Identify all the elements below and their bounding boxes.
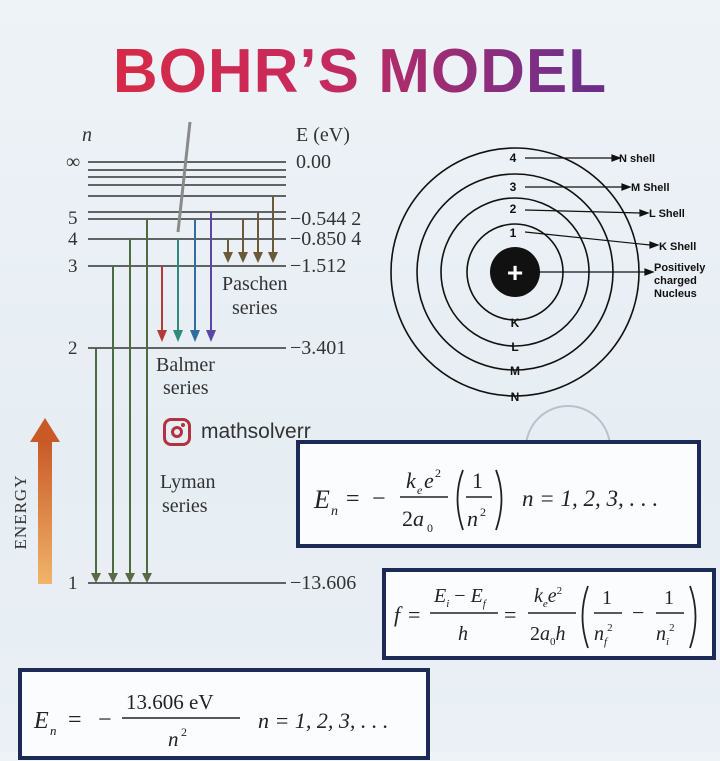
energy-arrow-head	[30, 418, 60, 442]
svg-text:e: e	[417, 483, 423, 497]
lyman-arrowheads	[91, 573, 152, 583]
n-values-text: n = 1, 2, 3, . . .	[258, 708, 388, 733]
shell-number: 2	[510, 202, 517, 216]
level-n-label: 2	[68, 338, 78, 359]
level-n-label: 3	[68, 256, 78, 277]
formula-energy-ke: E n = − k e e 2 2a 0 1 n 2 n = 1, 2, 3, …	[313, 466, 658, 535]
svg-text:kee2: kee2	[534, 585, 562, 610]
lyman-label: series	[162, 495, 208, 517]
shell-letter: K	[511, 316, 520, 330]
svg-text:=: =	[408, 602, 420, 627]
shell-number: 3	[510, 180, 517, 194]
svg-text:−: −	[98, 707, 112, 733]
svg-text:−: −	[632, 600, 644, 625]
n-values-text: n = 1, 2, 3, . . .	[522, 486, 658, 511]
energy-levels	[88, 161, 286, 584]
svg-text:2: 2	[480, 505, 486, 519]
svg-text:1: 1	[602, 587, 612, 609]
svg-text:1: 1	[664, 587, 674, 609]
shell-number: 4	[510, 151, 517, 165]
e-axis-label: E (eV)	[296, 124, 350, 146]
svg-text:h: h	[458, 623, 468, 645]
level-energy-value: −0.850 4	[290, 228, 361, 250]
callout-label: L Shell	[649, 208, 685, 220]
instagram-icon	[163, 418, 191, 446]
svg-text:0: 0	[427, 521, 433, 535]
svg-text:nf2: nf2	[594, 622, 613, 648]
svg-text:=: =	[68, 707, 82, 733]
level-n-label: 4	[68, 229, 78, 250]
formula-energy-simple: E n = − 13.606 eV n 2 n = 1, 2, 3, . . .	[33, 690, 388, 751]
nucleus-label: charged	[654, 275, 697, 287]
svg-text:E: E	[313, 485, 330, 514]
svg-text:Ei − Ef: Ei − Ef	[433, 585, 488, 610]
level-energy-value: 0.00	[296, 151, 331, 173]
balmer-label: series	[163, 377, 209, 399]
paschen-label: Paschen	[222, 273, 288, 295]
level-n-label: 5	[68, 208, 78, 229]
balmer-label: Balmer	[156, 354, 215, 376]
n-axis-label: n	[82, 124, 92, 146]
svg-text:e: e	[424, 468, 434, 493]
lyman-label: Lyman	[160, 471, 216, 493]
energy-axis-label: ENERGY	[11, 475, 30, 550]
svg-text:2a: 2a	[402, 506, 424, 531]
photon-line	[176, 121, 192, 233]
instagram-handle: mathsolverr	[201, 420, 311, 443]
energy-arrow-shaft	[38, 442, 52, 584]
level-energy-value: −1.512	[290, 255, 346, 277]
callout-label: K Shell	[659, 241, 696, 253]
formula-box-energy-simple: E n = − 13.606 eV n 2 n = 1, 2, 3, . . .	[18, 668, 430, 760]
level-n-label: ∞	[66, 151, 80, 173]
callout-label: N shell	[619, 153, 655, 165]
level-energy-value: −3.401	[290, 337, 346, 359]
formula-frequency: f = Ei − Ef h = kee2 2a0h 1 nf2 − 1 ni2	[394, 585, 697, 649]
svg-text:n: n	[467, 506, 478, 531]
nucleus-label: Positively	[654, 262, 706, 274]
shell-letter: L	[511, 340, 518, 354]
nucleus-label: Nucleus	[654, 288, 697, 300]
svg-text:2a0h: 2a0h	[530, 623, 566, 648]
balmer-arrowheads	[157, 330, 216, 342]
svg-text:=: =	[504, 602, 516, 627]
svg-text:E: E	[33, 708, 49, 734]
svg-text:2: 2	[181, 725, 187, 739]
svg-text:k: k	[406, 468, 417, 493]
paschen-arrowheads	[223, 252, 278, 263]
balmer-arrows	[161, 212, 212, 332]
paschen-label: series	[232, 297, 278, 319]
svg-text:n: n	[331, 504, 338, 519]
shell-number: 1	[510, 226, 517, 240]
nucleus-plus-icon: +	[507, 257, 523, 288]
svg-text:−: −	[372, 486, 386, 512]
level-energy-value: −0.544 2	[290, 208, 361, 230]
shell-letter: N	[511, 390, 520, 404]
svg-text:ni2: ni2	[656, 622, 675, 648]
lyman-arrows	[95, 219, 148, 575]
callout-lines	[524, 154, 660, 276]
rydberg-energy-value: 13.606 eV	[126, 690, 214, 714]
level-energy-value: −13.606	[290, 572, 356, 594]
shell-letter: M	[510, 364, 520, 378]
page-title: BOHR’S MODEL	[0, 36, 720, 107]
svg-text:n: n	[50, 723, 57, 738]
formula-box-energy: E n = − k e e 2 2a 0 1 n 2 n = 1, 2, 3, …	[296, 440, 701, 548]
paschen-arrows	[227, 196, 274, 254]
svg-text:1: 1	[472, 468, 483, 493]
svg-text:2: 2	[435, 466, 441, 480]
callout-label: M Shell	[631, 182, 670, 194]
level-n-label: 1	[68, 573, 78, 594]
formula-box-frequency: f = Ei − Ef h = kee2 2a0h 1 nf2 − 1 ni2	[382, 568, 716, 660]
nucleus	[490, 247, 540, 297]
svg-text:n: n	[168, 727, 179, 751]
svg-text:f: f	[394, 602, 403, 627]
svg-text:=: =	[346, 486, 360, 512]
